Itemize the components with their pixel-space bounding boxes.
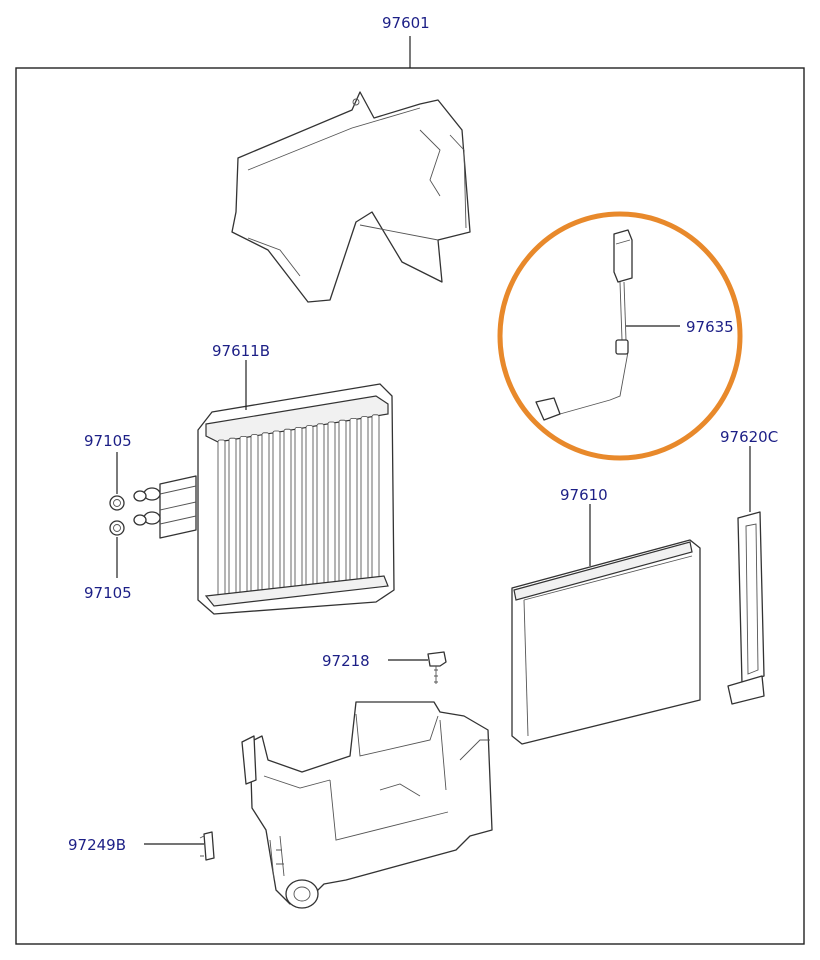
cabin-air-filter xyxy=(511,539,701,745)
o-ring-top xyxy=(109,495,125,511)
label-97105-bottom: 97105 xyxy=(84,584,132,602)
evaporator-fin xyxy=(239,435,248,602)
label-97635: 97635 xyxy=(686,318,734,336)
evaporator-core xyxy=(133,383,395,615)
evaporator-fins xyxy=(217,414,380,605)
clip xyxy=(199,831,215,861)
evaporator-fin xyxy=(261,432,270,600)
evaporator-fin xyxy=(272,430,281,599)
evaporator-fin xyxy=(371,414,380,588)
label-97218: 97218 xyxy=(322,652,370,670)
label-97611B: 97611B xyxy=(212,342,270,360)
o-ring-bottom xyxy=(109,520,125,536)
evaporator-fin xyxy=(305,425,314,595)
temperature-sensor xyxy=(535,229,633,421)
evaporator-fin xyxy=(316,423,325,594)
side-cover xyxy=(727,511,765,705)
evaporator-fin xyxy=(294,426,303,596)
evaporator-fin xyxy=(217,439,226,605)
label-97601: 97601 xyxy=(382,14,430,32)
evaporator-fin xyxy=(349,417,358,590)
screw xyxy=(427,651,447,684)
evaporator-fin xyxy=(338,419,347,592)
label-97105-top: 97105 xyxy=(84,432,132,450)
evaporator-fin xyxy=(250,434,259,601)
evaporator-fin xyxy=(360,416,369,589)
label-97249B: 97249B xyxy=(68,836,126,854)
upper-case-housing xyxy=(231,91,471,303)
label-97610: 97610 xyxy=(560,486,608,504)
highlight-circle xyxy=(497,211,743,461)
lower-case-housing xyxy=(241,701,493,909)
evaporator-fin xyxy=(283,428,292,598)
evaporator-fin xyxy=(228,437,237,604)
label-97620C: 97620C xyxy=(720,428,778,446)
evaporator-fin xyxy=(327,421,336,593)
